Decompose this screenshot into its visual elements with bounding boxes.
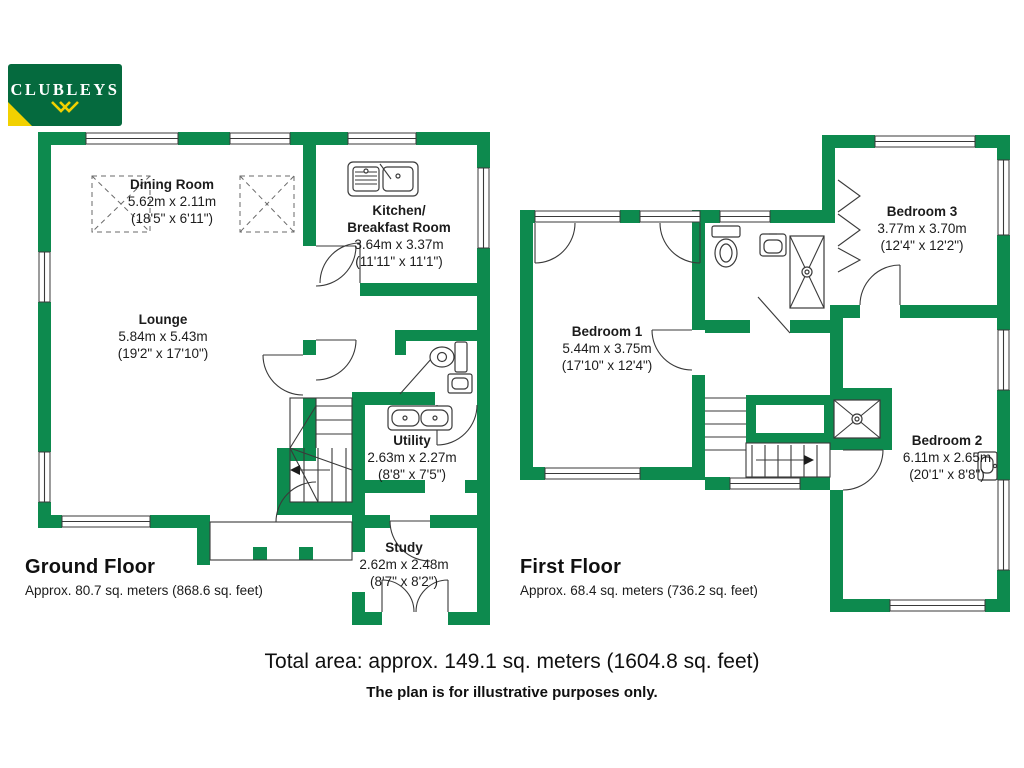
ground-floor-caption: Ground Floor Approx. 80.7 sq. meters (86…	[25, 556, 263, 598]
first-stairs	[705, 397, 831, 478]
disclaimer-text: The plan is for illustrative purposes on…	[366, 684, 658, 701]
dining-ceiling-marks	[91, 175, 295, 233]
utility-sink-icon	[387, 405, 453, 431]
logo-chevron-icon	[51, 101, 79, 113]
room-name: Lounge	[138, 312, 188, 327]
shower-icon	[789, 235, 825, 309]
room-label-dining: Dining Room 5.62m x 2.11m (18'5" x 6'11"…	[128, 176, 216, 227]
room-metric: 5.44m x 3.75m	[562, 341, 652, 356]
stairs-direction-arrow	[290, 465, 300, 475]
room-metric: 3.64m x 3.37m	[354, 237, 444, 252]
room-imperial: (20'1" x 8'8")	[909, 467, 985, 482]
first-door-arcs	[534, 222, 901, 491]
wc-basin-icon	[447, 373, 473, 394]
room-name: Bedroom 1	[571, 324, 643, 339]
ground-walls	[38, 132, 490, 625]
airing-cupboard-icon	[833, 399, 881, 439]
room-name: Utility	[393, 433, 431, 448]
room-metric: 5.62m x 2.11m	[127, 194, 217, 209]
first-floor-plan	[520, 135, 1010, 612]
clubleys-logo: CLUBLEYS	[8, 64, 122, 126]
room-metric: 5.84m x 5.43m	[118, 329, 208, 344]
room-imperial: (17'10" x 12'4")	[561, 358, 653, 373]
room-name: Study	[385, 540, 423, 555]
room-metric: 2.62m x 2.48m	[359, 557, 449, 572]
ground-windows	[38, 132, 490, 528]
room-label-study: Study 2.62m x 2.48m (8'7" x 8'2")	[359, 539, 448, 590]
room-name: Bedroom 3	[886, 204, 958, 219]
room-label-lounge: Lounge 5.84m x 5.43m (19'2" x 17'10")	[118, 311, 209, 362]
room-name: Bedroom 2	[911, 433, 983, 448]
stairs-direction-arrow	[804, 455, 814, 465]
ground-floor-plan	[38, 132, 490, 625]
room-imperial: (18'5" x 6'11")	[130, 211, 214, 226]
total-area-text: Total area: approx. 149.1 sq. meters (16…	[264, 650, 760, 673]
bedroom2-basin-icon	[977, 451, 998, 481]
room-imperial: (8'8" x 7'5")	[377, 467, 447, 482]
room-imperial: (11'11" x 11'1")	[355, 254, 443, 269]
logo-background	[8, 64, 122, 126]
logo-brand-text: CLUBLEYS	[11, 80, 120, 99]
floor-title: First Floor	[520, 556, 622, 578]
room-label-bedroom2: Bedroom 2 6.11m x 2.65m (20'1" x 8'8")	[903, 432, 991, 483]
room-imperial: (8'7" x 8'2")	[369, 574, 439, 589]
room-name: Kitchen/ Breakfast Room	[347, 203, 451, 235]
room-name: Dining Room	[129, 177, 214, 192]
room-imperial: (12'4" x 12'2")	[880, 238, 964, 253]
floor-area: Approx. 80.7 sq. meters (868.6 sq. feet)	[25, 583, 263, 598]
room-metric: 2.63m x 2.27m	[367, 450, 457, 465]
room-metric: 6.11m x 2.65m	[902, 450, 992, 465]
first-floor-caption: First Floor Approx. 68.4 sq. meters (736…	[520, 556, 758, 598]
room-metric: 3.77m x 3.70m	[877, 221, 967, 236]
room-label-kitchen: Kitchen/ Breakfast Room 3.64m x 3.37m (1…	[347, 202, 451, 270]
logo-corner-triangle	[8, 102, 32, 126]
bathroom-basin-icon	[759, 233, 787, 257]
ground-stairs	[289, 397, 353, 503]
wc-toilet-icon	[429, 341, 468, 373]
kitchen-sink-icon	[347, 161, 419, 197]
first-windows	[534, 135, 1010, 612]
room-label-bedroom1: Bedroom 1 5.44m x 3.75m (17'10" x 12'4")	[562, 323, 653, 374]
room-imperial: (19'2" x 17'10")	[117, 346, 209, 361]
bathroom-toilet-icon	[711, 225, 741, 268]
floor-title: Ground Floor	[25, 556, 156, 578]
first-walls	[520, 135, 1010, 612]
porch-outline	[209, 521, 353, 561]
room-label-utility: Utility 2.63m x 2.27m (8'8" x 7'5")	[367, 432, 456, 483]
floor-area: Approx. 68.4 sq. meters (736.2 sq. feet)	[520, 583, 758, 598]
wardrobe-doors-icon	[837, 179, 862, 273]
room-label-bedroom3: Bedroom 3 3.77m x 3.70m (12'4" x 12'2")	[877, 203, 966, 254]
